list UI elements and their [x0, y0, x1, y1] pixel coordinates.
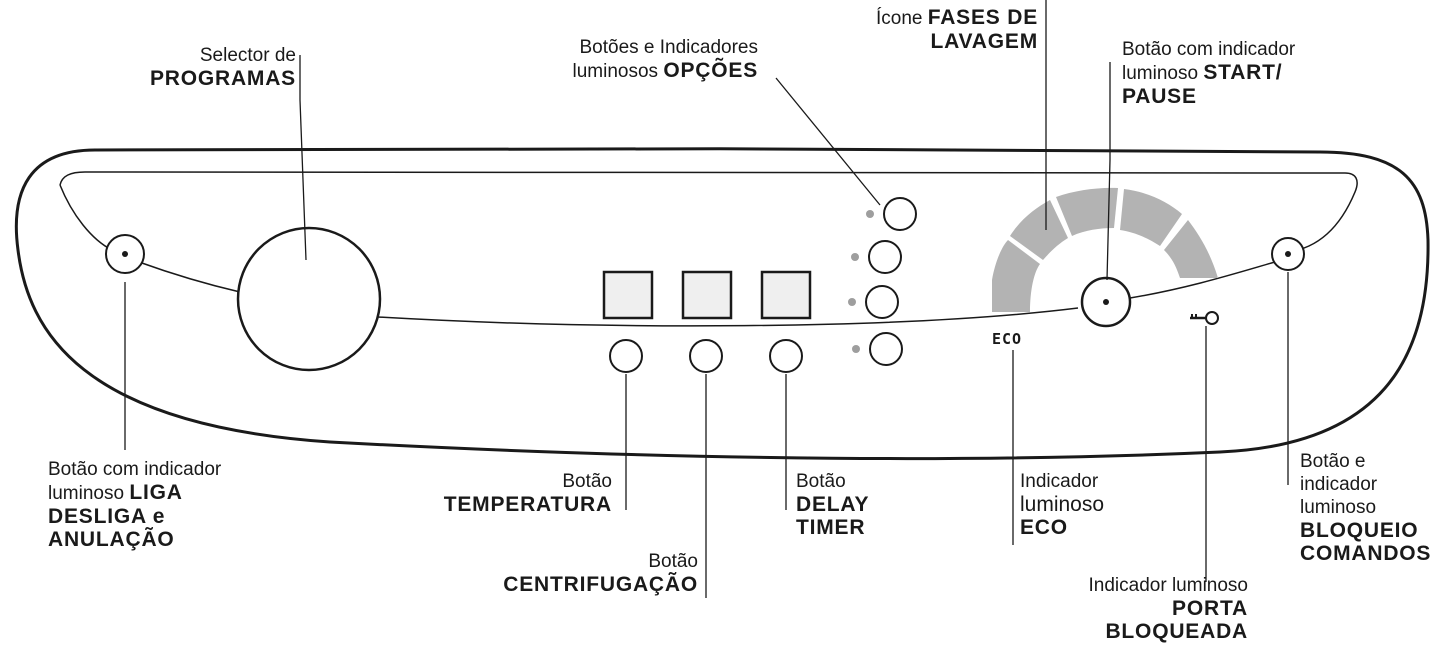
- panel-inner-outline: [59, 171, 1358, 253]
- label-porta-line1: Indicador luminoso: [1088, 575, 1248, 596]
- label-bloqueio-line1: Botão e: [1300, 451, 1366, 472]
- label-eco-line2: luminoso: [1020, 493, 1105, 516]
- label-porta-line3: BLOQUEADA: [1105, 620, 1248, 643]
- label-delay-line3: TIMER: [796, 516, 866, 539]
- label-eco-line3: ECO: [1020, 516, 1068, 539]
- temperature-display: [602, 270, 654, 320]
- label-programas: Selector de PROGRAMAS: [130, 44, 296, 90]
- label-bloqueio-line4: BLOQUEIO: [1300, 519, 1419, 542]
- label-start-line2b: START/: [1203, 61, 1283, 84]
- label-bloqueio: Botão e indicador luminoso BLOQUEIO COMA…: [1300, 450, 1436, 565]
- door-lock-key-icon: [1190, 311, 1219, 325]
- label-delay: Botão DELAY TIMER: [796, 470, 916, 539]
- option-led: [851, 253, 859, 261]
- label-temperatura: Botão TEMPERATURA: [380, 470, 612, 516]
- label-bloqueio-line2: indicador: [1300, 474, 1378, 495]
- label-porta: Indicador luminoso PORTA BLOQUEADA: [1020, 574, 1248, 643]
- label-bloqueio-line5: COMANDOS: [1300, 542, 1432, 565]
- label-fases-prefix: Ícone: [875, 8, 928, 29]
- label-delay-line2: DELAY: [796, 493, 870, 516]
- label-fases-line2: LAVAGEM: [930, 30, 1038, 53]
- delay-display: [760, 270, 812, 320]
- power-cancel-button[interactable]: [105, 234, 145, 274]
- program-selector-knob[interactable]: [236, 226, 382, 372]
- label-fases-line1b: FASES DE: [927, 6, 1038, 29]
- label-start-line1: Botão com indicador: [1122, 39, 1296, 60]
- label-eco: Indicador luminoso ECO: [1020, 470, 1160, 539]
- control-lock-button[interactable]: [1271, 237, 1305, 271]
- start-pause-button[interactable]: [1080, 276, 1132, 328]
- label-start-line2a: luminoso: [1122, 63, 1204, 84]
- label-liga: Botão com indicador luminoso LIGA DESLIG…: [48, 458, 288, 551]
- label-centrifugacao: Botão CENTRIFUGAÇÃO: [440, 550, 698, 596]
- option-button[interactable]: [865, 285, 899, 319]
- label-programas-line1: Selector de: [199, 45, 296, 66]
- panel-outline: [14, 147, 1430, 461]
- panel-inner-left-curve: [59, 184, 113, 251]
- label-start: Botão com indicador luminoso START/ PAUS…: [1122, 38, 1352, 108]
- label-opcoes-line2a: luminosos: [572, 61, 664, 82]
- wash-phases-arc: [992, 187, 1218, 312]
- panel-divider-line: [138, 261, 1276, 327]
- label-fases: Ícone FASES DE LAVAGEM: [800, 6, 1038, 53]
- spin-display: [681, 270, 733, 320]
- label-programas-line2: PROGRAMAS: [149, 67, 296, 90]
- temperature-button[interactable]: [609, 339, 643, 373]
- option-led: [848, 298, 856, 306]
- delay-timer-button[interactable]: [769, 339, 803, 373]
- label-eco-line1: Indicador: [1020, 471, 1099, 492]
- label-delay-line1: Botão: [796, 471, 846, 492]
- label-start-line3: PAUSE: [1122, 85, 1197, 108]
- label-opcoes: Botões e Indicadores luminosos OPÇÕES: [520, 36, 758, 83]
- label-centrifugacao-line1: Botão: [648, 551, 698, 572]
- label-temperatura-line2: TEMPERATURA: [443, 493, 612, 516]
- label-porta-line2: PORTA: [1172, 597, 1248, 620]
- eco-panel-marking: ECO: [992, 330, 1023, 348]
- label-liga-line2b: LIGA: [129, 481, 183, 504]
- option-button[interactable]: [868, 240, 902, 274]
- option-button[interactable]: [869, 332, 903, 366]
- option-led: [866, 210, 874, 218]
- label-bloqueio-line3: luminoso: [1300, 497, 1377, 518]
- label-centrifugacao-line2: CENTRIFUGAÇÃO: [503, 573, 698, 596]
- option-led: [852, 345, 860, 353]
- label-opcoes-line2b: OPÇÕES: [663, 59, 758, 82]
- leader-lines: [124, 0, 1289, 598]
- label-liga-line1: Botão com indicador: [48, 459, 222, 480]
- option-button[interactable]: [883, 197, 917, 231]
- label-liga-line4: ANULAÇÃO: [48, 528, 175, 551]
- label-opcoes-line1: Botões e Indicadores: [579, 37, 758, 58]
- label-liga-line3: DESLIGA e: [48, 505, 166, 528]
- spin-button[interactable]: [689, 339, 723, 373]
- label-liga-line2a: luminoso: [48, 483, 130, 504]
- label-temperatura-line1: Botão: [562, 471, 612, 492]
